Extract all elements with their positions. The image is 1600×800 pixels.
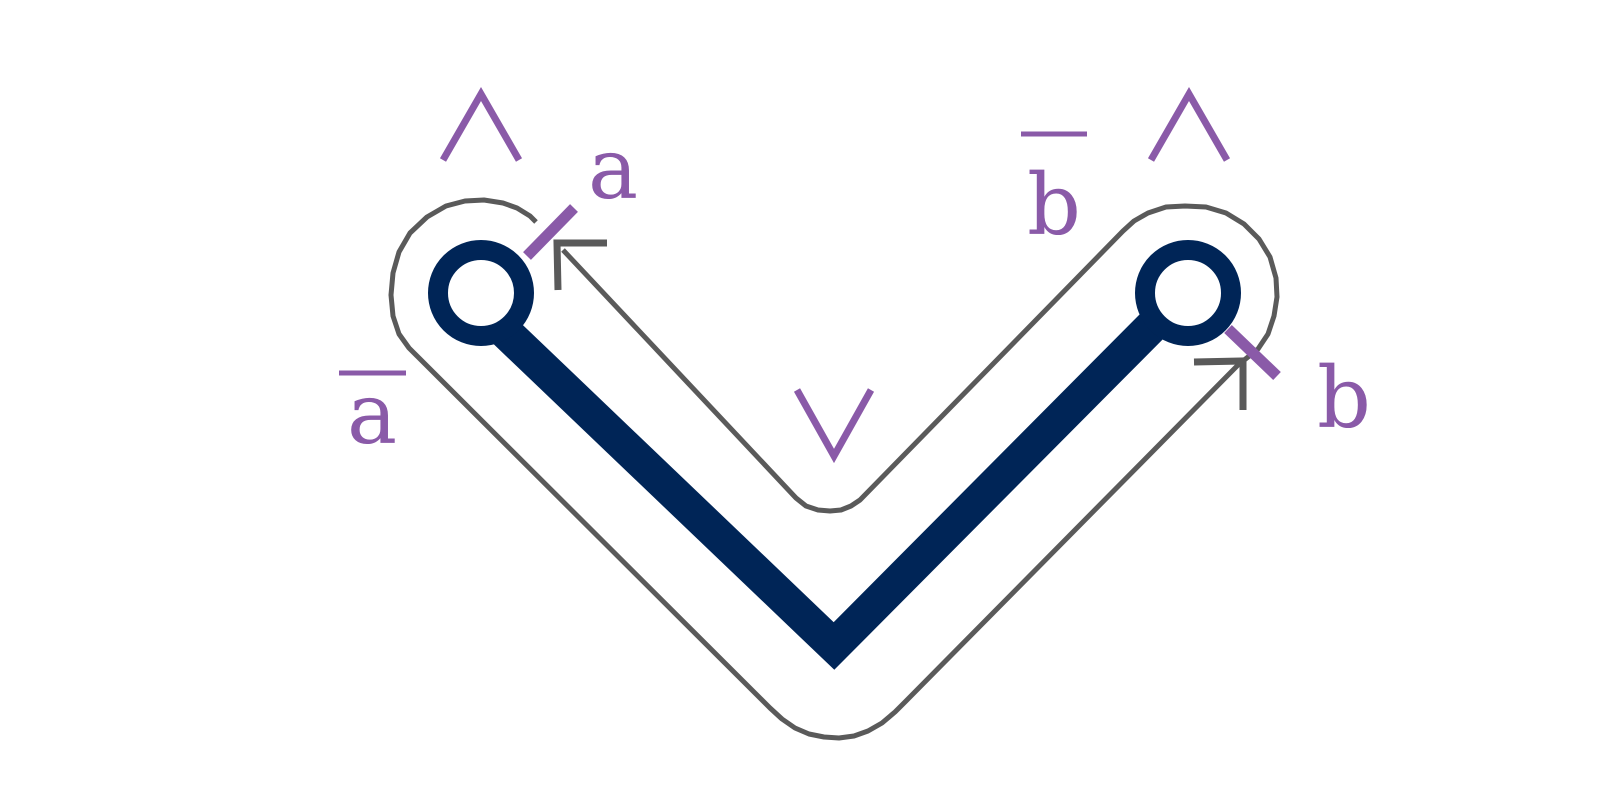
label-b-right: b bbox=[1317, 349, 1371, 447]
arrowhead-left-icon bbox=[553, 239, 607, 291]
right-vertex-node bbox=[1135, 240, 1241, 346]
left-vertex-node bbox=[428, 240, 534, 346]
label-b-bar: b bbox=[1027, 156, 1081, 254]
v-bond bbox=[481, 307, 1171, 670]
tick-left bbox=[523, 204, 578, 260]
label-a-top: a bbox=[588, 120, 638, 218]
tick-right bbox=[1224, 325, 1281, 380]
wedge-left-icon bbox=[439, 86, 523, 162]
vee-center-icon bbox=[793, 388, 875, 464]
wedge-right-icon bbox=[1147, 86, 1231, 162]
label-a-bar: a bbox=[347, 365, 397, 463]
outer-path bbox=[388, 197, 1280, 741]
arrowhead-right-icon bbox=[1193, 357, 1247, 410]
